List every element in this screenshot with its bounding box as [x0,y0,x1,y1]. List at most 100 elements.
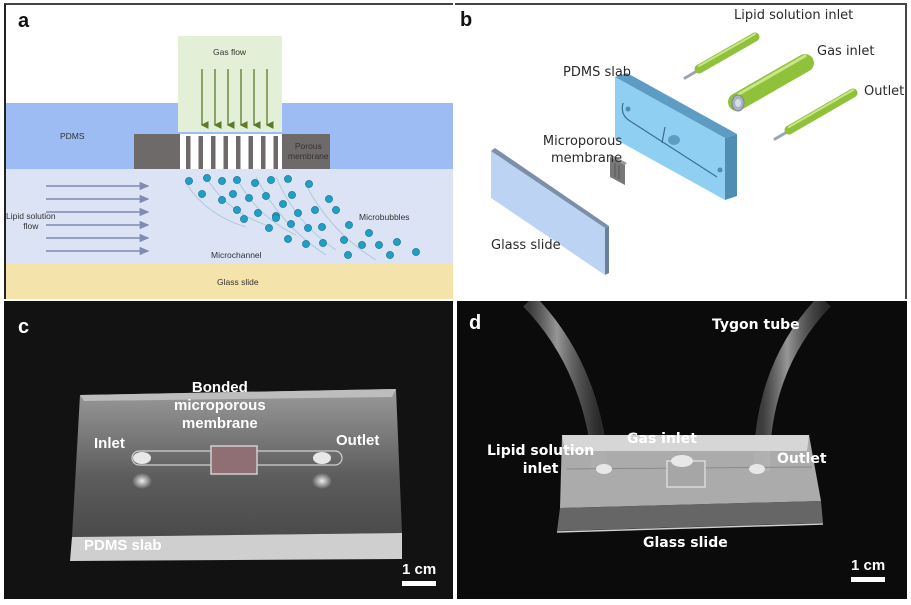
label-pdms-slab-b: PDMS slab [563,65,632,80]
microbubble [311,206,319,214]
label-bonded-l2: microporous [174,397,266,414]
microbubble [251,179,259,187]
microbubble [340,236,348,244]
microbubble [272,214,280,222]
porous-membrane-right [282,134,330,169]
bonded-membrane-photo [210,445,258,475]
pdms-slab-3d [615,73,737,200]
membrane-pore-bar [198,136,203,169]
microbubble [288,191,296,199]
membrane-pore-area [180,134,282,169]
gas-inlet-tube-3d [728,54,814,112]
panel-letter-d: d [469,312,482,334]
panel-d-photo: d Tygon tube Lipid solution inlet Gas in… [457,301,907,599]
porous-membrane-left [134,134,180,169]
scale-bar-c-line [402,581,437,586]
label-pdms-slab-c: PDMS slab [84,537,162,554]
microbubble [203,174,211,182]
microbubble [305,180,313,188]
microbubble [412,248,420,256]
label-lipid-flow-l1: Lipid solution [6,211,56,221]
label-lipid-flow-l2: flow [23,221,39,231]
scale-bar-d-label: 1 cm [851,557,886,574]
panel-b-exploded-view: b Lipid solution inlet Gas inlet Outlet … [455,3,907,299]
label-porous-membrane-l2: membrane [288,151,329,161]
microbubble [245,194,253,202]
bubble-trail [205,176,267,226]
label-lipid-solution-flow: Lipid solution flow [6,211,56,231]
microbubble [265,224,273,232]
bubble-trail [305,184,377,261]
microbubble [332,206,340,214]
label-lipid-inlet-l1: Lipid solution [487,443,595,459]
lipid-inlet-tube-3d [683,32,760,80]
membrane-pore-bar [261,136,266,169]
glass-slide-layer [6,263,453,299]
microbubble [304,224,312,232]
microbubble [198,190,206,198]
gas-flow-arrows [200,69,274,129]
microbubble [344,251,352,259]
microbubble [319,239,327,247]
label-bonded-microporous-membrane: Bonded microporous membrane [174,379,266,433]
scale-bar-c: 1 cm [402,561,436,586]
scale-bar-d-line [851,577,886,582]
microbubble [365,229,373,237]
label-bonded-l3: membrane [181,415,258,432]
microbubble [279,200,287,208]
microbubbles [185,174,420,259]
label-membrane-l2: membrane [551,151,623,166]
label-glass-slide-b: Glass slide [491,238,561,253]
label-bonded-l1: Bonded [191,379,248,396]
device-assembly-photo [556,435,824,533]
microchannel-layer [6,169,453,265]
panel-a-schematic: a Gas flow PDMS Porous membrane Lipid so… [4,3,453,299]
microbubble [218,196,226,204]
microbubble [284,235,292,243]
label-microporous-membrane: Microporous membrane [535,133,622,167]
panel-c-photo-drawing [70,389,402,561]
label-gas-flow: Gas flow [213,47,247,57]
bubble-trails [185,176,377,261]
microbubble [233,176,241,184]
scale-bar-c-label: 1 cm [402,561,437,578]
microbubble [302,240,310,248]
microbubble [358,241,366,249]
microbubble [375,241,383,249]
label-gas-inlet: Gas inlet [817,44,875,59]
label-lipid-solution-inlet: Lipid solution inlet [734,8,854,23]
label-microbubbles: Microbubbles [359,212,410,222]
membrane-pore-bar [236,136,241,169]
microchannel-photo [131,445,343,489]
label-outlet-c: Outlet [336,432,380,449]
microbubble [294,209,302,217]
membrane-pores [186,136,278,169]
gas-flow-zone [178,36,282,132]
membrane-pore-bar [273,136,278,169]
panel-a-drawing [6,36,453,299]
bubble-trail [185,182,247,228]
label-lipid-inlet-l2: inlet [522,461,559,477]
glass-slide-3d [491,148,609,275]
microbubble [229,190,237,198]
label-pdms: PDMS [60,131,85,141]
panel-d-photo-drawing [523,301,831,533]
microbubble [325,195,333,203]
microbubble [185,177,193,185]
microbubble [233,206,241,214]
label-glass-slide-a: Glass slide [217,277,259,287]
membrane-pore-bar [186,136,191,169]
label-outlet-b: Outlet [864,84,905,99]
label-inlet-c: Inlet [94,435,125,452]
panel-c-photo: c Bonded microporous membrane Inlet Outl… [4,301,453,599]
outlet-tube-3d [773,88,858,141]
microbubble [318,223,326,231]
microbubble [345,221,353,229]
bubble-trail [255,176,327,256]
panel-letter-c: c [18,316,30,338]
label-outlet-d: Outlet [777,451,827,467]
microbubble [267,176,275,184]
microbubble [218,177,226,185]
microbubble [393,238,401,246]
microbubble [262,192,270,200]
